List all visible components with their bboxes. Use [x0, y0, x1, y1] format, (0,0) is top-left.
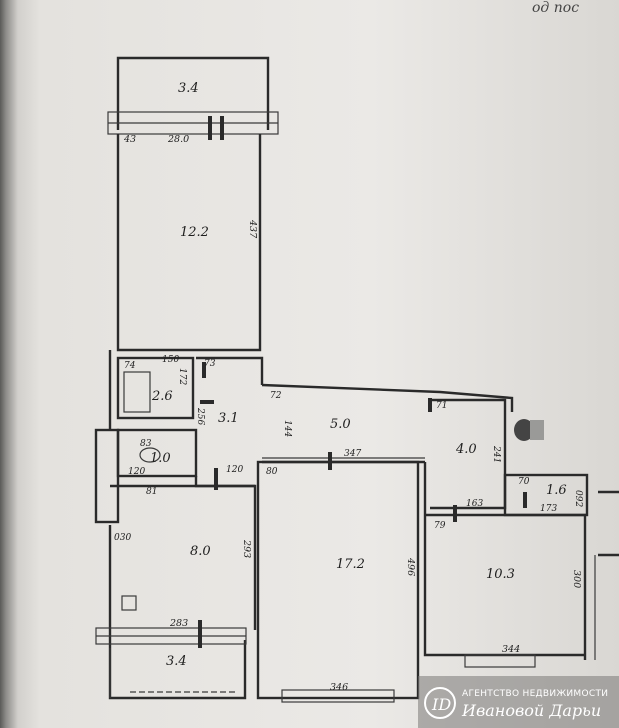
area-hall: 5.0: [330, 417, 351, 432]
balcony-top-wall: [116, 56, 270, 130]
dim-74: 74: [124, 361, 136, 371]
walls: [94, 56, 619, 703]
agency-watermark: ID АГЕНТСТВО НЕДВИЖИМОСТИ Ивановой Дарьи: [418, 676, 619, 728]
dim-150: 150: [162, 355, 179, 365]
blur-patch: [530, 420, 544, 440]
dim-144: 144: [282, 420, 292, 437]
dim-173: 173: [540, 504, 557, 514]
dim-496: 496: [405, 557, 416, 576]
area-balcony-top: 3.4: [178, 81, 199, 96]
dim-437: 437: [247, 219, 258, 239]
dim-300: 300: [571, 570, 582, 588]
bathroom-wall: [116, 356, 195, 420]
toilet-icon: [139, 447, 161, 463]
dim-344: 344: [502, 644, 520, 655]
agency-logo-icon: [424, 687, 456, 719]
dim-120b: 120: [226, 465, 243, 475]
vent-shaft: [94, 428, 120, 524]
living-room-wall: [256, 460, 420, 700]
bathtub: [123, 371, 151, 413]
dim-241: 241: [491, 445, 501, 463]
window-right: [464, 654, 536, 668]
dim-81: 81: [146, 487, 157, 497]
dim-73: 73: [204, 359, 216, 369]
dim-346: 346: [330, 682, 348, 693]
watermark-name: Ивановой Дарьи: [461, 701, 601, 720]
area-balcony-bottom: 3.4: [166, 654, 187, 669]
dim-172: 172: [177, 368, 187, 385]
area-room-top: 12.2: [180, 225, 209, 240]
dim-347: 347: [344, 449, 361, 459]
dimension-labels: 43 28.0 437 74 150 73 172 256 72 144 71 …: [114, 134, 583, 693]
dim-80: 80: [266, 467, 278, 477]
window-living: [281, 689, 395, 703]
room-labels: 3.4 12.2 2.6 1.0 3.1 5.0 4.0 1.6 8.0 17.…: [150, 81, 567, 669]
area-storage: 4.0: [455, 442, 477, 457]
dim-43: 43: [123, 134, 136, 145]
dim-092: 092: [573, 490, 583, 507]
dim-83: 83: [140, 439, 152, 449]
watermark-agency: АГЕНТСТВО НЕДВИЖИМОСТИ: [462, 689, 608, 699]
area-corridor-small: 3.1: [218, 411, 239, 426]
area-room-right: 10.3: [486, 567, 515, 582]
dim-283: 283: [169, 618, 188, 629]
handwritten-note: од пос: [532, 0, 579, 16]
area-kitchen: 8.0: [190, 544, 211, 559]
svg-text:ID: ID: [431, 695, 451, 714]
dim-163: 163: [466, 499, 483, 509]
dim-030: 030: [114, 533, 131, 543]
dim-280: 28.0: [167, 134, 189, 145]
dim-79: 79: [434, 521, 446, 531]
dim-71: 71: [436, 401, 447, 411]
dim-256: 256: [195, 407, 205, 425]
area-closet: 1.6: [546, 483, 567, 498]
stove-icon: [121, 595, 137, 611]
room-top-wall: [116, 134, 262, 352]
dim-70: 70: [518, 477, 530, 487]
area-living-room: 17.2: [336, 557, 365, 572]
area-bathroom: 2.6: [151, 389, 173, 404]
area-wc: 1.0: [150, 451, 171, 466]
dim-72: 72: [270, 391, 282, 401]
dim-120a: 120: [128, 467, 145, 477]
ink-blot: [514, 419, 534, 441]
dim-293: 293: [241, 539, 252, 558]
